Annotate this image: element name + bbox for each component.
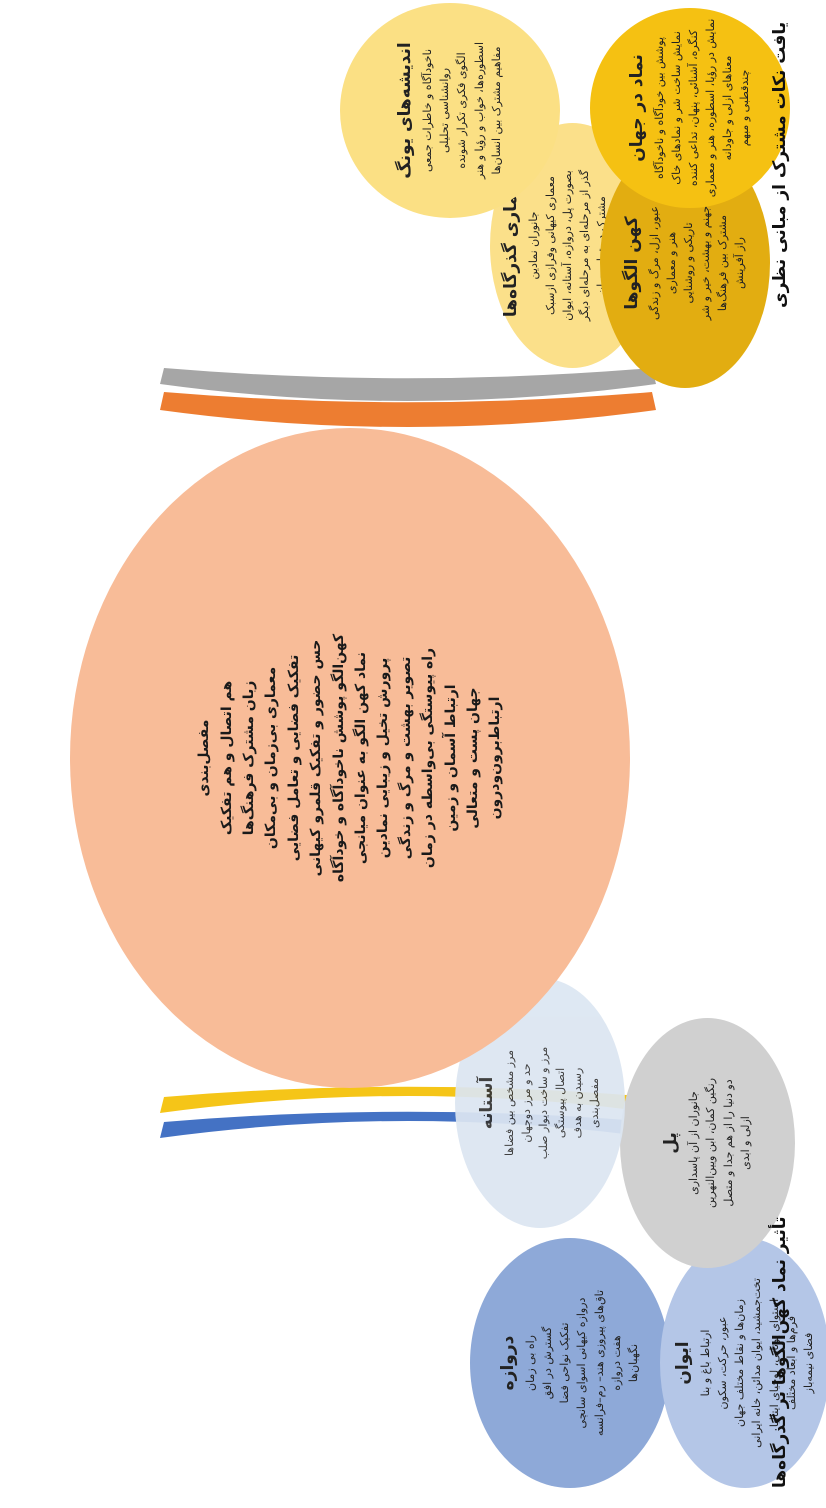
text-line: دو دنیا را از هم جدا و متصل (720, 1078, 737, 1208)
right-section-title: یافت نکات مشترک از مبانی نظری (770, 22, 790, 308)
jung-title: اندیشه‌های یونگ (395, 42, 415, 179)
text-line: تاق‌های پیروزی هند– رم–فرانسه (591, 1290, 608, 1436)
text-line: زمان‌ها و نقاط مختلف جهان (731, 1278, 748, 1448)
namad-title: نماد در جهان (627, 54, 647, 162)
text-line: هنر و معماری (663, 206, 680, 320)
text-line: راه پیوستگی بی‌واسطه در زمان (417, 634, 439, 882)
text-line: ازلی و ابدی (737, 1078, 754, 1208)
text-line: راه بی زمان (522, 1290, 539, 1436)
text-line: جانوران نمادین (525, 170, 542, 321)
text-line: مفصل‌بندی (586, 1047, 603, 1160)
text-line: اتصال پیوستگی (552, 1047, 569, 1160)
text-line: اسطوره‌ها، خواب و رؤیا و هنر (471, 42, 488, 179)
text-line: نمایش در رؤیا، اسطوره، هنر و معماری (702, 19, 719, 198)
text-line: مشترک بین فرهنگ‌ها (714, 206, 731, 320)
text-line: پوشش بین خودآگاه و ناخودآگاه (651, 19, 668, 198)
text-line: عبور، حرکت، سکون (714, 1278, 731, 1448)
text-line: معناهای ازلی و جاودانه (719, 19, 736, 198)
gray-arc (160, 368, 656, 401)
text-line: نماد کهن الگو به عنوان میانجی (350, 634, 372, 882)
text-line: تفکیک نواحی فضا (556, 1290, 573, 1436)
text-line: نمایش ساخت شر و نمادهای خاک (668, 19, 685, 198)
text-line: بصورت پل، دروازه، آستانه، ایوان (559, 170, 576, 321)
text-line: ارتباط‌برون‌ودرون (484, 634, 506, 882)
text-line: تفکیک فضایی و تعامل فضایی (283, 634, 305, 882)
text-line: جهنم و بهشت، خیر و شر (697, 206, 714, 320)
text-line: هم اتصال و هم تفکیک (216, 634, 238, 882)
text-line: ارتباط باغ و بنا (697, 1278, 714, 1448)
text-line: گسترش در افق (539, 1290, 556, 1436)
pol-title: پل (661, 1132, 681, 1154)
text-line: ناخودآگاه و خاطرات جمعی (419, 42, 436, 179)
text-line: روانشناسی تحلیلی (436, 42, 453, 179)
text-line: تخت‌جمشید، ایوان مدائن، خانه ایرانی (748, 1278, 765, 1448)
text-line: کهن‌الگو پوشش ناخودآگاه و خودآگاه (328, 634, 350, 882)
text-line: حد و مرز دوجهان (518, 1047, 535, 1160)
text-line: مرز مشخص بین فضاها (501, 1047, 518, 1160)
text-line: الگوی فکری تکرار شونده (453, 42, 470, 179)
text-line: پرورش تخیل و زیبایی نمادین (372, 634, 394, 882)
text-line: گذر از مرحله‌ای به مرحله‌ای دیگر (576, 170, 593, 321)
darvaze-title: دروازه (498, 1336, 518, 1391)
text-line: رسیدن به هدف (569, 1047, 586, 1160)
namad-circle: نماد در جهان پوشش بین خودآگاه و ناخودآگا… (590, 8, 790, 208)
astane-title: آستانه (477, 1077, 497, 1130)
text-line: جانوران از آن پاسداری (685, 1078, 702, 1208)
text-line: جهان پست و متعالی (462, 634, 484, 882)
text-line: چندقطبی و مبهم (736, 19, 753, 198)
text-line: دروازه کیهانی اسوای سانچی (573, 1290, 590, 1436)
text-line: مفاهیم مشترک بین انسان‌ها (488, 42, 505, 179)
text-line: تصویر بهشت و مرگ و زندگی (395, 634, 417, 882)
text-line: معماری بی‌زمان و بی‌مکان (260, 634, 282, 882)
text-line: مرز و ساخت دیوار صلب (535, 1047, 552, 1160)
text-line: کنگره، آشنائی، پنهان، تداعی کننده (685, 19, 702, 198)
text-line: زبان مشترک فرهنگ‌ها (238, 634, 260, 882)
text-line: مفصل‌بندی (193, 634, 215, 882)
text-line: ارتباط آسمان و زمین (440, 634, 462, 882)
kohan-title: کهن الگوها (622, 216, 642, 309)
text-line: حس حضور و تفکیک قلمرو کیهانی (305, 634, 327, 882)
text-line: عبور، ازل، مرگ و زندگی (646, 206, 663, 320)
ivan-title: ایوان (673, 1341, 693, 1384)
text-line: رنگین کمان، ابن ویین‌النهرین (702, 1078, 719, 1208)
left-section-title: تأثیر نماد کهن‌الگوها بر گذرگاه‌ها (770, 1217, 790, 1489)
text-line: معماری کیهانی وفرازی ازسبک (542, 170, 559, 321)
text-line: فضای نیمه‌باز (800, 1278, 817, 1448)
text-line: نگهبان‌ها (625, 1290, 642, 1436)
text-line: هفت دروازه (608, 1290, 625, 1436)
text-line: راز آفرینش (731, 206, 748, 320)
text-line: تاریکی و روشنایی (680, 206, 697, 320)
